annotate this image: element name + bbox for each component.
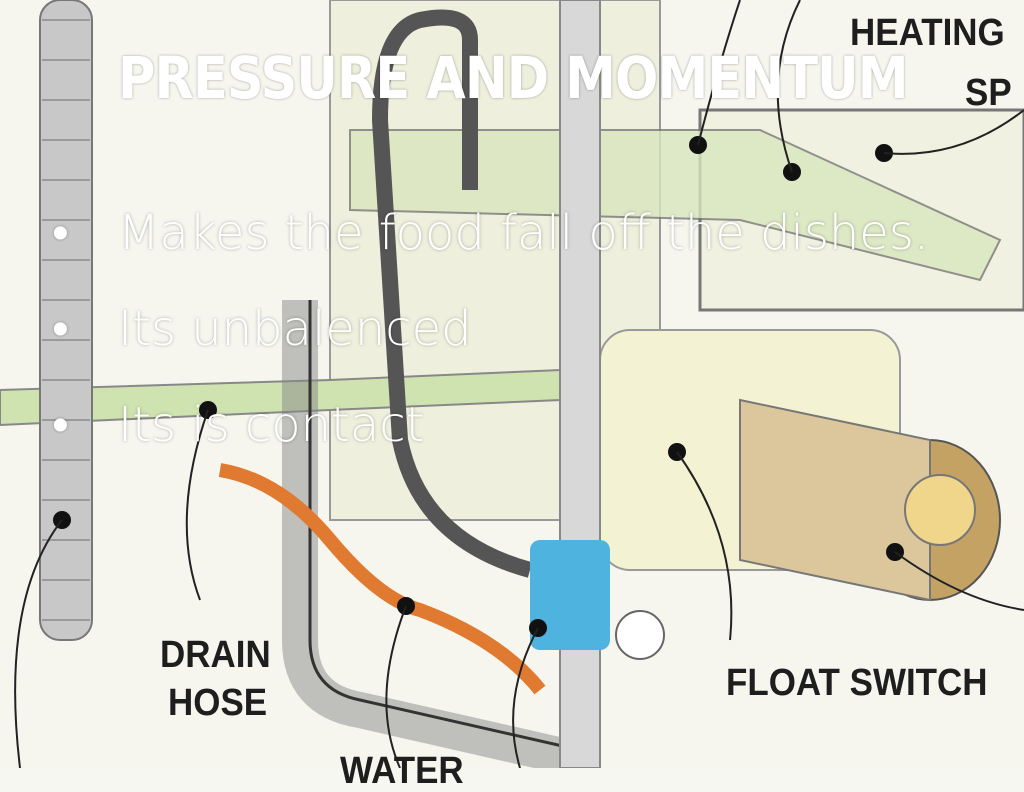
- bullet-icon: •: [52, 397, 69, 453]
- bullet-list: • Makes the food fall off the dishes. • It…: [48, 205, 929, 493]
- bullet-icon: •: [52, 301, 69, 357]
- bullet-icon: •: [52, 205, 69, 261]
- bullet-item: • Its is contact: [48, 397, 929, 493]
- label-float-switch: FLOAT SWITCH: [726, 662, 988, 704]
- bullet-item: • Its unbalenced: [48, 301, 929, 397]
- label-hose: HOSE: [168, 682, 268, 724]
- bullet-text: Its unbalenced: [118, 301, 472, 357]
- bullet-item: • Makes the food fall off the dishes.: [48, 205, 929, 301]
- slide-title: PRESSURE AND MOMENTUM: [118, 44, 909, 112]
- dishwasher-diagram-background: [0, 0, 1024, 768]
- label-heating: HEATING: [850, 12, 1005, 54]
- bullet-text: Makes the food fall off the dishes.: [118, 205, 930, 261]
- bullet-text: Its is contact: [118, 397, 425, 453]
- label-sp: SP: [965, 72, 1012, 114]
- label-drain: DRAIN: [160, 634, 271, 676]
- label-water: WATER: [340, 750, 464, 792]
